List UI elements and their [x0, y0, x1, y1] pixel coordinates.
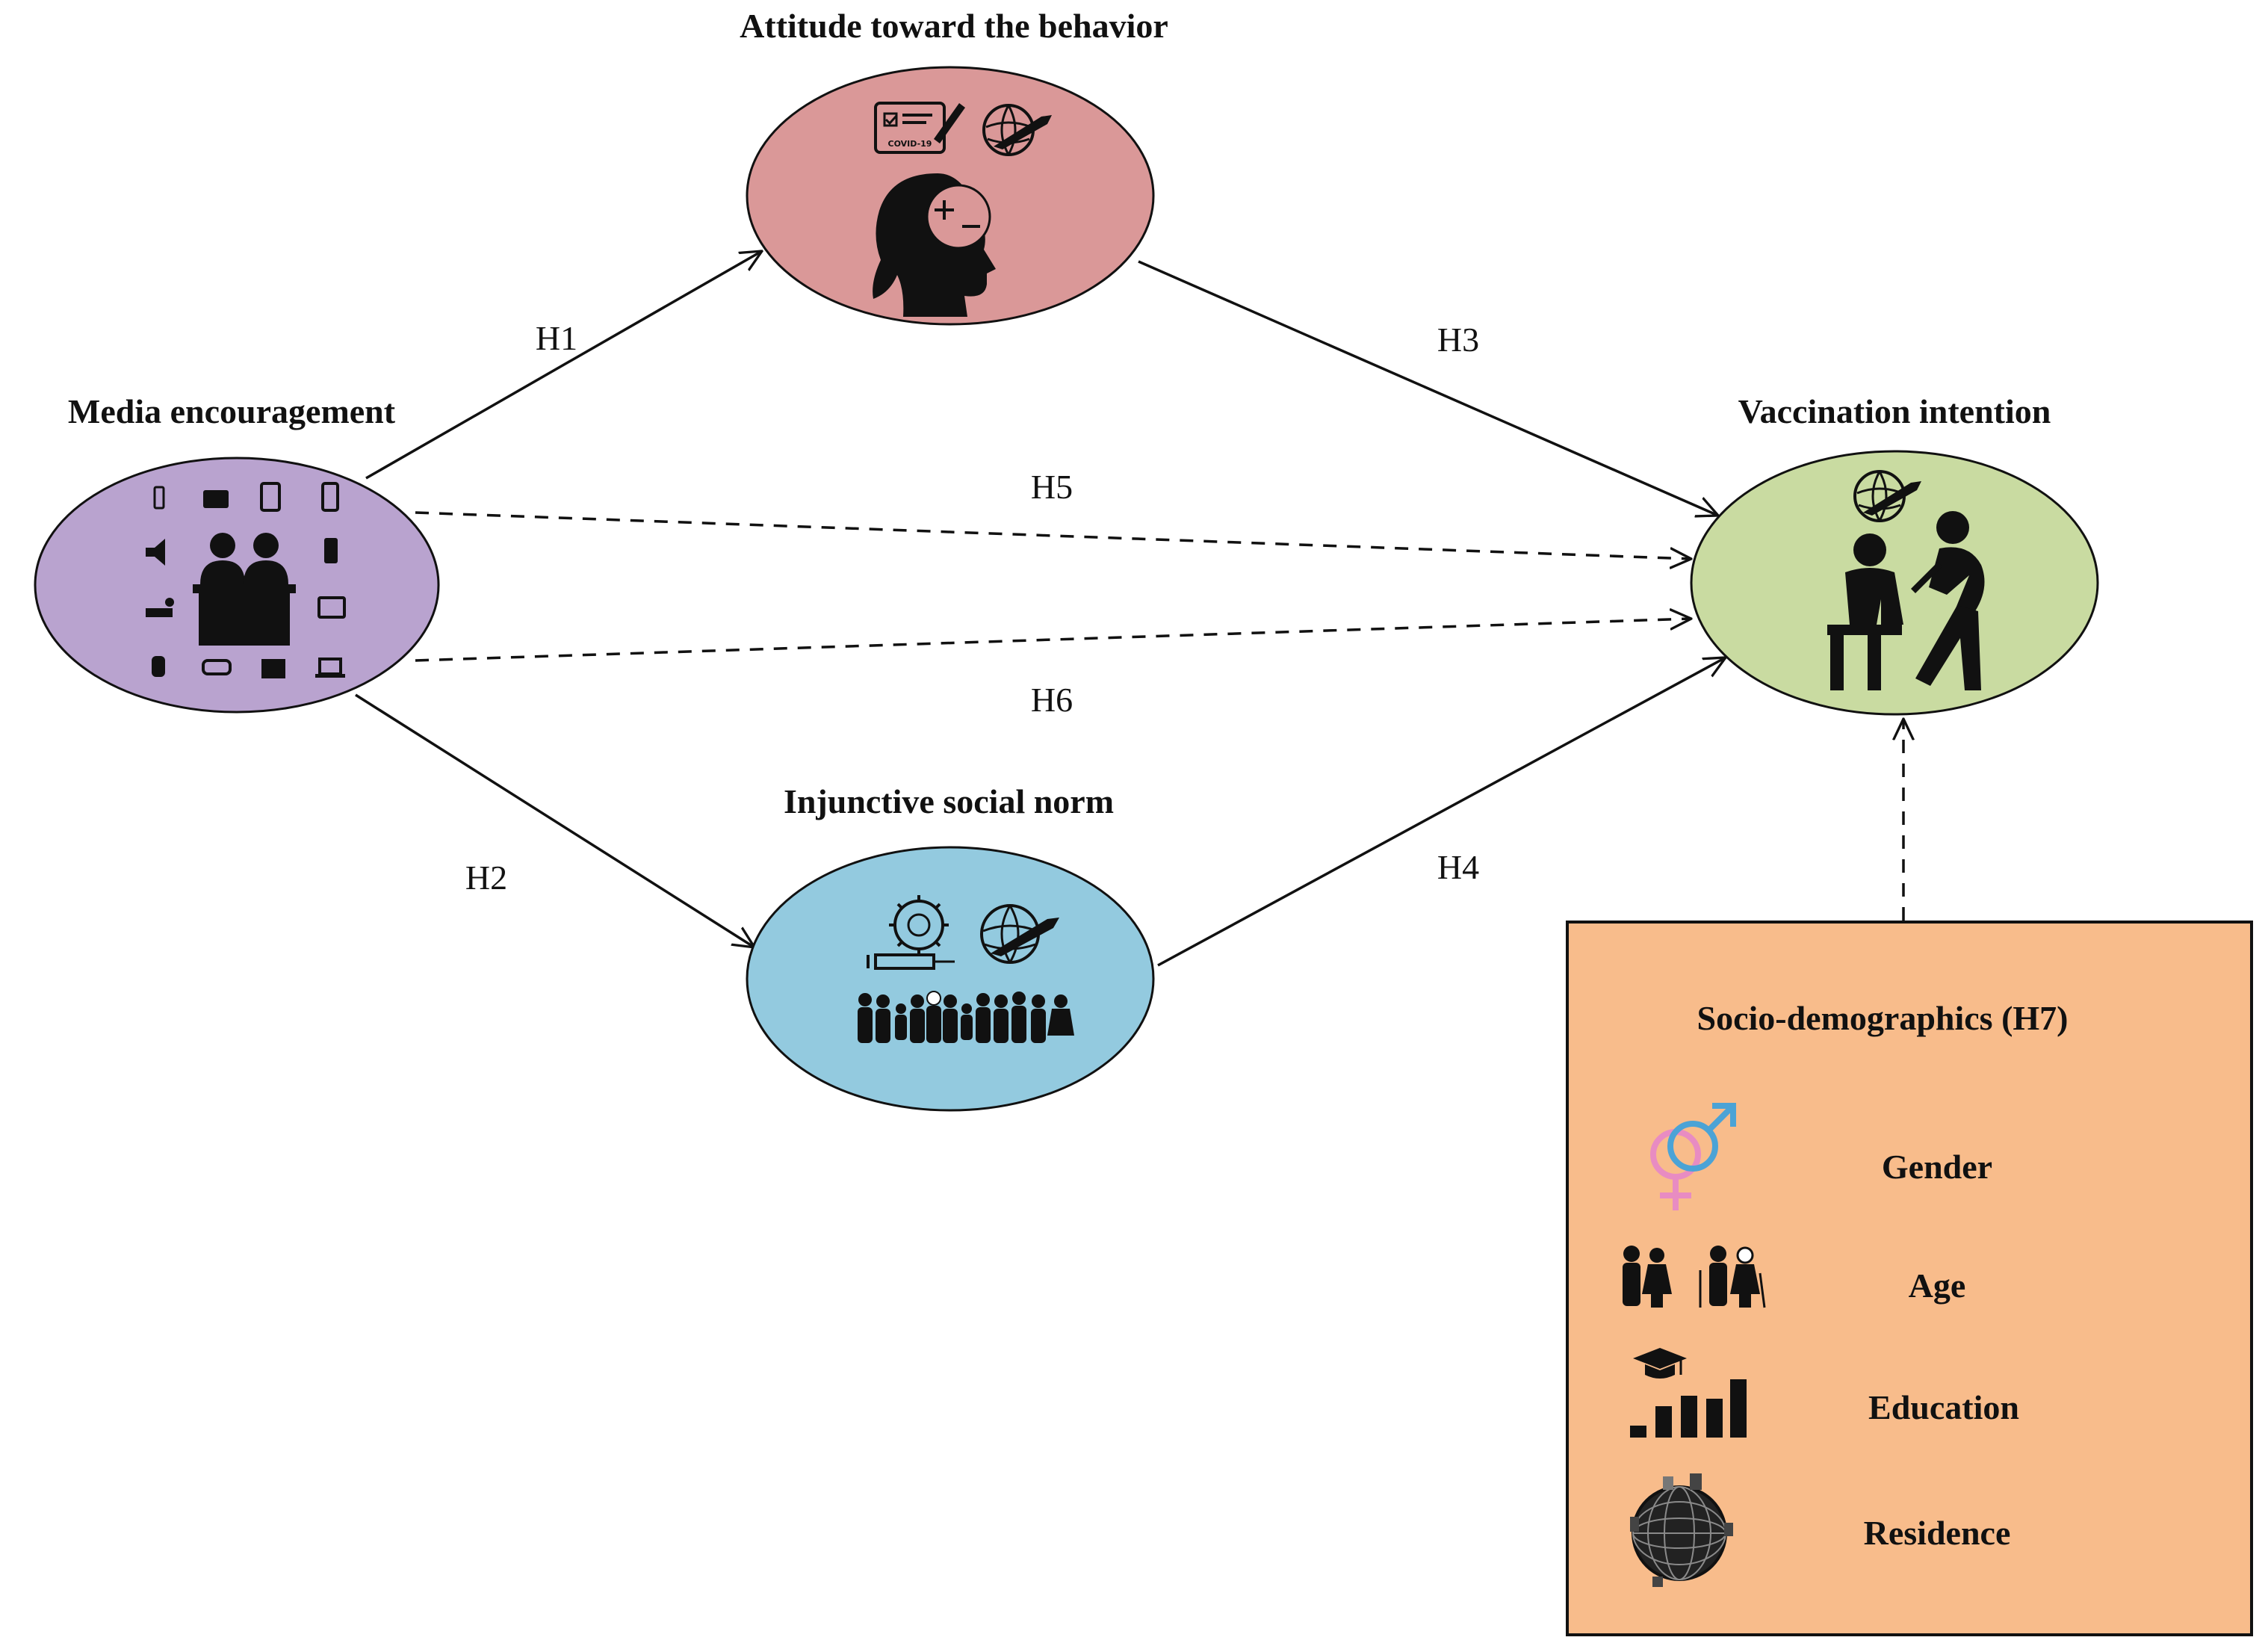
- age-groups-icon: [1623, 1246, 1766, 1308]
- edge-h2: [355, 693, 755, 947]
- edge-label-h5: H5: [1031, 468, 1073, 506]
- education-icon: [1630, 1348, 1747, 1438]
- globe-plane-icon: [980, 904, 1059, 964]
- node-vaccination-intention: Vaccination intention: [1690, 392, 2099, 716]
- node-media-encouragement: Media encouragement: [34, 392, 440, 714]
- edge-label-h1: H1: [536, 319, 577, 357]
- sociodemo-age-label: Age: [1909, 1266, 1966, 1305]
- covid-certificate-icon: COVID-19: [874, 102, 965, 154]
- globe-plane-icon: [982, 104, 1052, 156]
- edge-h4: [1157, 658, 1726, 967]
- node-title-norm: Injunctive social norm: [784, 782, 1114, 820]
- head-pros-cons-icon: [873, 173, 996, 317]
- edge-h5: [415, 511, 1691, 559]
- node-attitude: Attitude toward the behavior COVID-19: [740, 7, 1168, 326]
- node-title-attitude: Attitude toward the behavior: [740, 7, 1168, 45]
- gender-icon: [1650, 1103, 1736, 1210]
- media-devices-icon: [146, 482, 346, 678]
- sociodemographics-title: Socio-demographics (H7): [1697, 999, 2068, 1037]
- edges: [355, 251, 1903, 967]
- vaccination-scene-icon: [1827, 511, 1985, 690]
- sociodemo-residence-label: Residence: [1864, 1514, 2011, 1552]
- edge-label-h6: H6: [1031, 681, 1073, 719]
- edge-label-h4: H4: [1437, 848, 1479, 886]
- node-ellipse-norm: [746, 846, 1155, 1112]
- sociodemo-education-label: Education: [1868, 1388, 2019, 1426]
- edge-label-h2: H2: [465, 859, 507, 897]
- edge-label-h3: H3: [1437, 321, 1479, 359]
- edge-h3: [1138, 260, 1718, 516]
- node-social-norm: Injunctive social norm: [746, 782, 1155, 1112]
- sociodemo-gender-label: Gender: [1882, 1148, 1992, 1186]
- crowd-icon: [858, 991, 1074, 1043]
- globe-icon: [1630, 1473, 1733, 1587]
- sociodemographics-box: Socio-demographics (H7) Gender Age: [1566, 921, 2253, 1636]
- node-title-media: Media encouragement: [68, 392, 396, 430]
- edge-h1: [365, 251, 762, 480]
- virus-syringe-icon: [867, 895, 955, 970]
- node-title-intention: Vaccination intention: [1738, 392, 2051, 430]
- globe-plane-icon: [1853, 470, 1921, 522]
- covid-certificate-text: COVID-19: [888, 139, 932, 149]
- edge-h6: [415, 619, 1691, 662]
- edge-labels: H1 H2 H3 H4 H5 H6: [465, 319, 1479, 897]
